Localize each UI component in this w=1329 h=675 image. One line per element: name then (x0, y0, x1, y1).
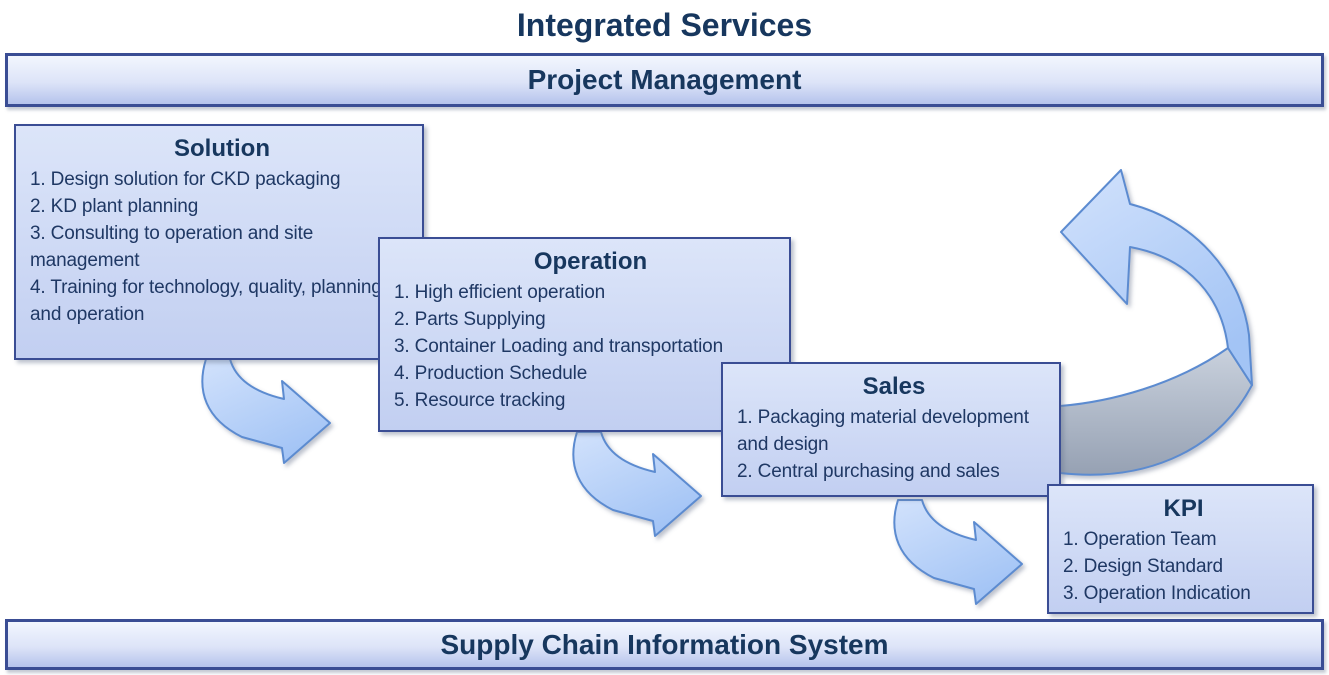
box-kpi: KPI 1. Operation Team 2. Design Standard… (1047, 484, 1314, 614)
page-title: Integrated Services (516, 7, 813, 43)
feedback-loop-back-ribbon-icon (1059, 347, 1253, 476)
box-sales-title: Sales (862, 373, 926, 400)
banner-supply-chain-information-system: Supply Chain Information System (5, 619, 1324, 670)
box-solution-title: Solution (174, 135, 270, 162)
box-sales-item-2: 2. Central purchasing and sales (737, 461, 1000, 482)
box-solution-item-2: 2. KD plant planning (30, 196, 199, 217)
banner-supply-chain-label: Supply Chain Information System (440, 628, 889, 660)
kpi-feedback-loop-arrow-icon (1060, 169, 1253, 386)
box-kpi-title: KPI (1163, 495, 1204, 522)
box-operation-item-5: 5. Resource tracking (394, 390, 566, 411)
box-solution-item-3: 3. Consulting to operation and site mana… (30, 223, 314, 271)
box-kpi-item-1: 1. Operation Team (1063, 529, 1217, 550)
box-sales: Sales 1. Packaging material development … (721, 362, 1061, 497)
box-operation-item-3: 3. Container Loading and transportation (394, 336, 723, 357)
operation-to-sales-arrow-icon (572, 431, 702, 537)
box-kpi-item-2: 2. Design Standard (1063, 556, 1223, 577)
box-operation-item-4: 4. Production Schedule (394, 363, 588, 384)
box-solution-item-1: 1. Design solution for CKD packaging (30, 169, 341, 190)
box-operation-item-2: 2. Parts Supplying (394, 309, 546, 330)
box-sales-item-1: 1. Packaging material development and de… (737, 407, 1029, 455)
box-operation-item-1: 1. High efficient operation (394, 282, 606, 303)
banner-project-management-label: Project Management (527, 64, 802, 95)
box-solution: Solution 1. Design solution for CKD pack… (14, 124, 424, 360)
box-solution-item-4: 4. Training for technology, quality, pla… (30, 277, 382, 325)
sales-to-kpi-arrow-icon (893, 499, 1023, 605)
solution-to-operation-arrow-icon (201, 358, 331, 464)
banner-project-management: Project Management (5, 53, 1324, 107)
box-operation-title: Operation (533, 248, 648, 275)
box-kpi-item-3: 3. Operation Indication (1063, 583, 1251, 604)
